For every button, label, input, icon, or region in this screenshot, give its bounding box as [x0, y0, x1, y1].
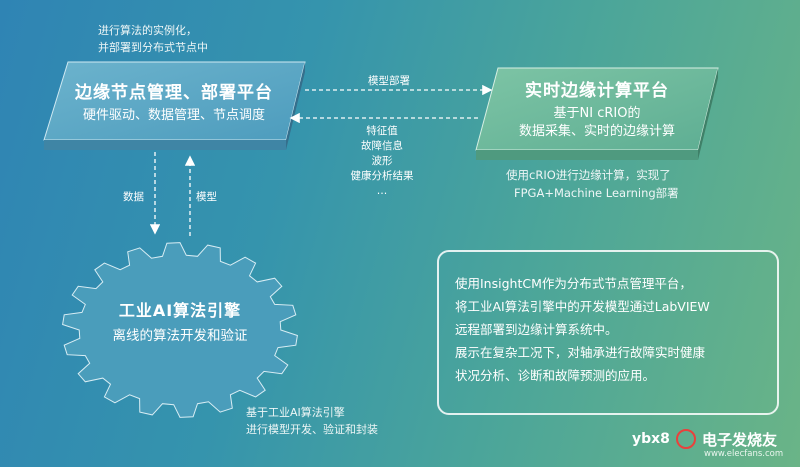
- info-line: 使用InsightCM作为分布式节点管理平台，: [455, 276, 692, 291]
- top-note: 进行算法的实例化， 并部署到分布式节点中: [98, 22, 208, 56]
- feedback-list: 特征值 故障信息 波形 健康分析结果 …: [340, 124, 424, 199]
- gear-title: 工业AI算法引擎: [118, 301, 242, 320]
- info-line: 展示在复杂工况下，对轴承进行故障实时健康: [455, 345, 706, 360]
- watermark: ybx8 电子发烧友 www.elecfans.com: [632, 425, 792, 461]
- data-label: 数据: [123, 191, 144, 203]
- feedback-item: …: [376, 185, 388, 197]
- model-label: 模型: [196, 191, 217, 203]
- bottom-note: 基于工业AI算法引擎 进行模型开发、验证和封装: [246, 404, 378, 438]
- feedback-item: 特征值: [366, 125, 398, 137]
- left-panel: 边缘节点管理、部署平台 硬件驱动、数据管理、节点调度: [58, 78, 290, 125]
- feedback-item: 波形: [371, 155, 393, 167]
- info-line: 远程部署到边缘计算系统中。: [455, 322, 618, 337]
- info-line: 状况分析、诊断和故障预测的应用。: [455, 368, 656, 383]
- right-platform-shape: [475, 67, 719, 160]
- info-box-content: 使用InsightCM作为分布式节点管理平台， 将工业AI算法引擎中的开发模型通…: [455, 272, 710, 387]
- right-note-line: 使用cRIO进行边缘计算，实现了: [506, 168, 671, 182]
- watermark-url: www.elecfans.com: [704, 449, 784, 459]
- watermark-brand: 电子发烧友: [702, 431, 778, 449]
- right-note-line: FPGA+Machine Learning部署: [514, 186, 679, 200]
- left-panel-title: 边缘节点管理、部署平台: [75, 83, 273, 103]
- watermark-left-text: ybx8: [632, 431, 670, 447]
- info-line: 将工业AI算法引擎中的开发模型通过LabVIEW: [455, 299, 710, 314]
- left-panel-subtitle: 硬件驱动、数据管理、节点调度: [82, 108, 265, 123]
- right-panel-title: 实时边缘计算平台: [525, 81, 669, 101]
- feedback-item: 健康分析结果: [350, 170, 414, 182]
- top-note-line: 进行算法的实例化，: [98, 24, 197, 37]
- right-panel: 实时边缘计算平台 基于NI cRIO的 数据采集、实时的边缘计算: [486, 76, 708, 141]
- bottom-note-line: 基于工业AI算法引擎: [246, 406, 345, 419]
- top-note-line: 并部署到分布式节点中: [98, 41, 208, 54]
- bottom-note-line: 进行模型开发、验证和封装: [246, 423, 378, 436]
- right-panel-subtitle-line: 数据采集、实时的边缘计算: [518, 124, 675, 139]
- gear-icon: [62, 242, 298, 418]
- left-platform-shape: [43, 61, 306, 150]
- logo-icon: [676, 429, 696, 449]
- model-deploy-label: 模型部署: [368, 75, 410, 87]
- right-panel-subtitle-line: 基于NI cRIO的: [553, 106, 641, 121]
- info-box: 使用InsightCM作为分布式节点管理平台， 将工业AI算法引擎中的开发模型通…: [437, 250, 779, 415]
- gear-subtitle: 离线的算法开发和验证: [112, 328, 248, 344]
- feedback-item: 故障信息: [361, 140, 403, 152]
- gear-text: 工业AI算法引擎 离线的算法开发和验证: [80, 297, 280, 345]
- right-note: 使用cRIO进行边缘计算，实现了 FPGA+Machine Learning部署: [506, 166, 679, 202]
